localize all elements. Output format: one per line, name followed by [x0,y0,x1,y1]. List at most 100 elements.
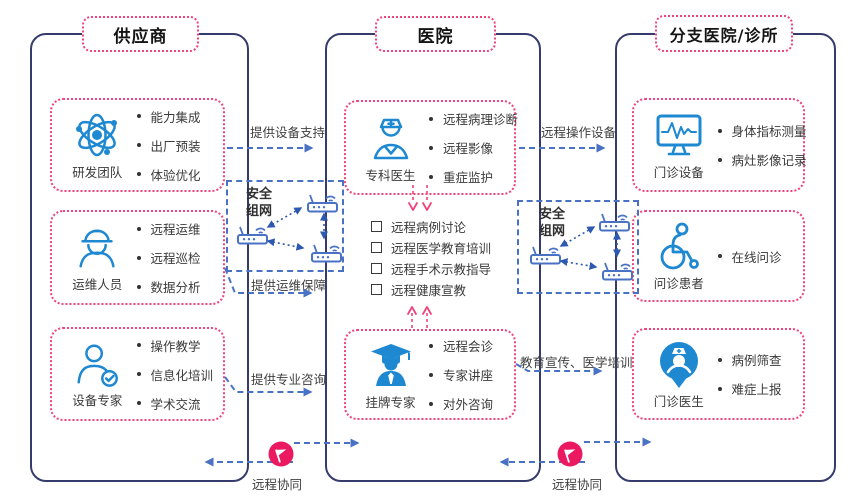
arrow-label-remote-operate: 远程操作设备 [541,125,617,140]
bullet-item: 操作教学 [136,336,216,355]
secure-network-label-left: 安全组网 [246,187,273,219]
checklist-item: 远程病例讨论 [371,220,491,235]
bullet-item: 病灶影像记录 [717,150,807,169]
secure-network-box-right [517,200,639,294]
bullet-item: 重症监护 [429,167,506,186]
bullet-item: 对外咨询 [429,394,506,413]
bullet-dot [136,226,141,231]
card-label-device-expert: 设备专家 [72,393,123,408]
bullet-dot [136,172,141,176]
card-label-listed-expert: 挂牌专家 [365,394,416,410]
bullet-item: 出厂预装 [136,136,216,155]
telemedicine-checklist: 远程病例讨论 远程医学教育培训 远程手术示教指导 远程健康宣教 [371,220,492,298]
checkbox-icon [371,263,382,274]
card-specialist-doctor: 专科医生 远程病理诊断 远程影像 重症监护 [344,100,518,195]
bullet-text: 远程病理诊断 [443,112,519,127]
checklist-text: 远程手术示教指导 [391,262,492,277]
bullet-dot [429,116,433,121]
hospital-header: 医院 [375,16,496,52]
checklist-text: 远程病例讨论 [391,220,467,235]
bullet-item: 身体指标测量 [717,121,807,140]
router-icon [530,246,561,265]
branch-header: 分支医院/诊所 [655,15,793,52]
bullet-item: 体验优化 [136,165,216,184]
bullet-dot [429,343,433,348]
router-icon [307,194,338,213]
card-label-rd-team: 研发团队 [72,165,123,180]
bullet-item: 专家讲座 [429,365,506,384]
atom-icon [76,113,118,157]
bullet-item: 数据分析 [136,277,216,296]
card-rd-team: 研发团队 能力集成 出厂预装 体验优化 [50,98,225,192]
bullet-item: 病例筛查 [717,350,796,369]
bullet-text: 远程巡检 [150,251,201,266]
bullet-dot [429,401,433,406]
bullet-text: 身体指标测量 [731,124,807,139]
checklist-text: 远程医学教育培训 [391,241,492,256]
arrow-label-remote-collab-right: 远程协同 [552,477,603,492]
checkbox-icon [371,284,382,295]
remote-collab-badge-left [268,441,294,467]
card-label-clinic-doctor: 门诊医生 [653,394,704,409]
clinic-doctor-pin-icon [659,342,698,388]
bullet-item: 远程运维 [136,219,216,238]
bullet-dot [429,145,433,150]
bullet-dot [717,157,722,162]
bullet-text: 能力集成 [150,109,201,125]
bullet-text: 体验优化 [150,167,201,183]
branch-title: 分支医院/诊所 [669,25,779,45]
card-label-consulting-patient: 问诊患者 [653,276,704,291]
bullet-text: 重症监护 [443,170,494,185]
card-label-ops-staff: 运维人员 [72,276,123,292]
bullet-dot [136,372,141,376]
bullet-dot [717,254,722,258]
card-clinic-doctor: 门诊医生 病例筛查 难症上报 [632,328,805,420]
card-consulting-patient: 问诊患者 在线问诊 [632,210,805,302]
card-label-clinic-equipment: 门诊设备 [653,165,704,180]
bullet-text: 难症上报 [731,382,782,397]
bullet-text: 远程会诊 [443,339,494,354]
arrow-label-ops-support: 提供运维保障 [251,278,327,293]
supplier-header: 供应商 [82,16,199,52]
router-icon [311,244,342,263]
card-listed-expert: 挂牌专家 远程会诊 专家讲座 对外咨询 [344,329,516,420]
bullet-item: 远程病理诊断 [429,109,518,128]
arrow-label-remote-collab-left: 远程协同 [252,477,303,492]
wheelchair-patient-icon [660,222,699,270]
card-label-specialist-doctor: 专科医生 [365,167,416,183]
bullet-dot [717,128,722,133]
flag-icon [564,449,570,463]
flag-icon [275,449,287,456]
checkbox-icon [371,242,382,253]
checklist-text: 远程健康宣教 [391,283,467,298]
bullet-dot [136,284,141,289]
arrow-label-education-training: 教育宣传、医学培训 [520,355,633,370]
router-icon [602,262,633,281]
bullet-text: 出厂预装 [150,138,201,154]
checklist-item: 远程医学教育培训 [371,241,492,256]
worker-helmet-icon [79,229,115,268]
bullet-text: 病灶影像记录 [731,153,807,168]
bullet-text: 信息化培训 [150,367,214,383]
arrow-label-supply-support: 提供设备支持 [250,125,326,140]
bullet-item: 能力集成 [136,107,216,126]
bullet-text: 病例筛查 [731,353,782,368]
bullet-dot [136,255,141,260]
router-icon [599,213,630,232]
bullet-dot [717,357,722,362]
secure-network-label-right: 安全组网 [539,207,566,239]
bullet-item: 难症上报 [717,379,796,398]
monitor-ecg-icon [656,114,702,156]
bullet-dot [717,386,722,391]
bullet-text: 数据分析 [150,280,201,295]
card-device-expert: 设备专家 操作教学 信息化培训 学术交流 [50,327,225,421]
bullet-item: 远程影像 [429,138,506,157]
bullet-dot [429,174,433,179]
flag-icon [564,449,576,456]
bullet-dot [136,143,141,147]
graduate-expert-icon [370,343,411,386]
hospital-title: 医院 [417,26,454,47]
bullet-text: 专家讲座 [443,368,494,383]
router-icon [237,226,268,245]
